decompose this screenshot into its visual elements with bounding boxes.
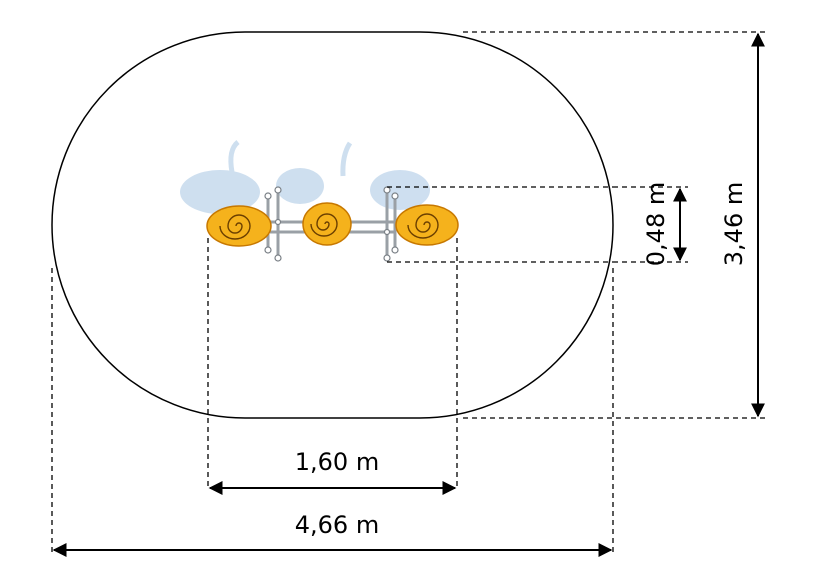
seat-width-label: 1,60 m (295, 448, 379, 476)
frame-bolts (264, 186, 399, 262)
snail-seat-left (206, 205, 272, 247)
total-width-label: 4,66 m (295, 511, 379, 539)
total-depth-label: 3,46 m (720, 182, 748, 266)
snail-seat-right (395, 204, 459, 246)
equipment-shadow (180, 140, 430, 214)
safety-zone-outline (51, 31, 614, 419)
extension-lines (51, 31, 765, 552)
seat-depth-label: 0,48 m (642, 182, 670, 266)
snail-seat-middle (302, 202, 352, 246)
